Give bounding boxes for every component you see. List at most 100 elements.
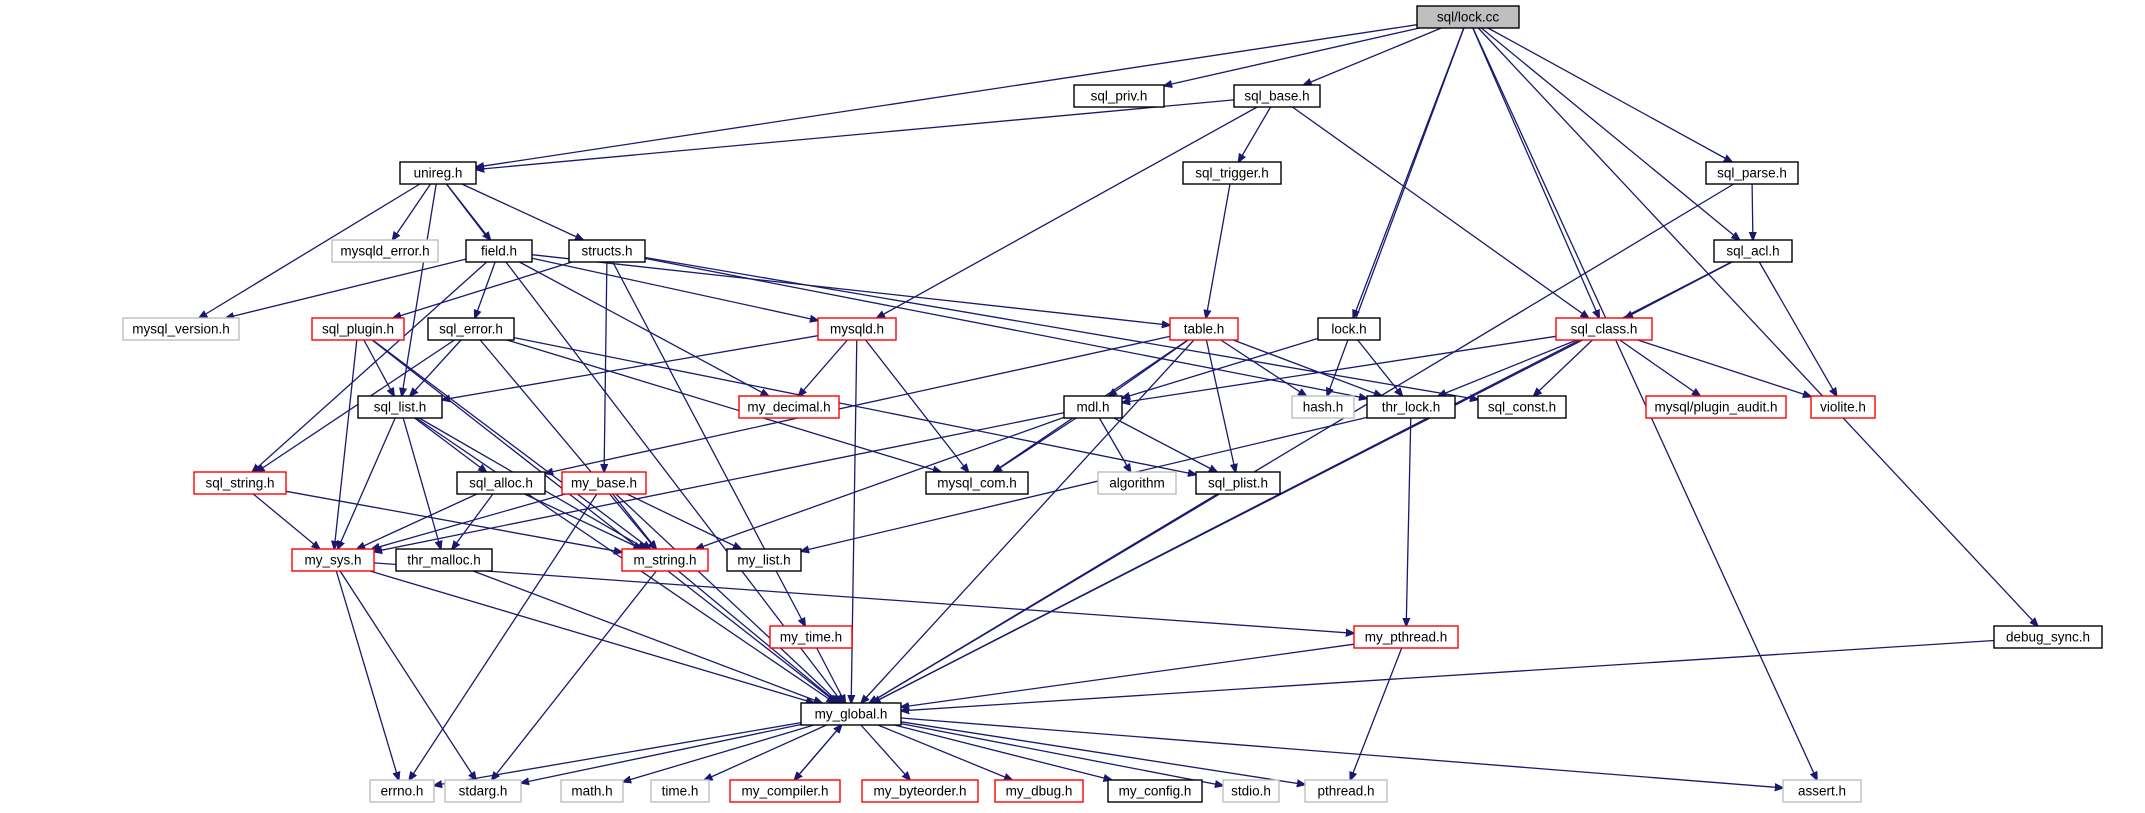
edge-lock-cc-to-unireg [476, 24, 1418, 168]
edge-lock-cc-to-debug-sync [1477, 27, 2037, 626]
node-lock-h[interactable]: lock.h [1317, 317, 1381, 341]
node-sql-parse[interactable]: sql_parse.h [1705, 161, 1799, 185]
node-my-byteorder[interactable]: my_byteorder.h [861, 779, 979, 803]
node-mysql-version[interactable]: mysql_version.h [122, 317, 240, 341]
edge-my-global-to-my-config [894, 724, 1111, 780]
node-structs[interactable]: structs.h [568, 239, 646, 263]
edge-sql-list-to-sql-alloc [414, 417, 487, 472]
node-label: sql_alloc.h [469, 476, 533, 491]
node-my-config[interactable]: my_config.h [1107, 779, 1203, 803]
node-sql-plist[interactable]: sql_plist.h [1195, 471, 1281, 495]
edge-m-string-to-stdarg [492, 570, 657, 780]
edge-my-global-to-stdio [900, 722, 1223, 786]
node-sql-alloc[interactable]: sql_alloc.h [456, 471, 546, 495]
node-label: time.h [662, 784, 699, 799]
node-my-time[interactable]: my_time.h [769, 625, 853, 649]
node-sql-class[interactable]: sql_class.h [1555, 317, 1653, 341]
edge-structs-to-sql-plugin [393, 261, 573, 318]
node-sql-base[interactable]: sql_base.h [1233, 84, 1321, 108]
node-my-compiler[interactable]: my_compiler.h [729, 779, 841, 803]
node-label: mysqld_error.h [340, 244, 429, 259]
node-label: mysqld.h [830, 322, 884, 337]
edge-lock-cc-to-sql-class [1472, 27, 1599, 318]
node-sql-trigger[interactable]: sql_trigger.h [1182, 161, 1282, 185]
node-my-sys[interactable]: my_sys.h [291, 548, 375, 572]
node-sql-acl[interactable]: sql_acl.h [1713, 239, 1793, 263]
node-mysqld-error[interactable]: mysqld_error.h [331, 239, 439, 263]
node-hash[interactable]: hash.h [1291, 395, 1355, 419]
node-label: sql_error.h [439, 322, 503, 337]
file-nodes: sql/lock.cc sql_priv.h sql_base.h unireg… [122, 5, 2103, 803]
node-thr-lock[interactable]: thr_lock.h [1366, 395, 1456, 419]
edge-my-global-to-math [623, 724, 815, 782]
node-sql-list[interactable]: sql_list.h [357, 395, 443, 419]
node-sql-plugin[interactable]: sql_plugin.h [311, 317, 405, 341]
edge-lock-h-to-thr-lock [1357, 339, 1403, 396]
node-field[interactable]: field.h [465, 239, 533, 263]
node-my-list[interactable]: my_list.h [726, 548, 802, 572]
node-mysqld[interactable]: mysqld.h [817, 317, 897, 341]
node-label: hash.h [1303, 400, 1344, 415]
node-my-dbug[interactable]: my_dbug.h [994, 779, 1084, 803]
node-violite[interactable]: violite.h [1810, 395, 1876, 419]
edge-sql-plist-to-my-global [869, 493, 1220, 703]
node-stdio[interactable]: stdio.h [1222, 779, 1280, 803]
node-sql-const[interactable]: sql_const.h [1477, 395, 1567, 419]
node-time[interactable]: time.h [650, 779, 710, 803]
node-math[interactable]: math.h [560, 779, 624, 803]
node-label: stdio.h [1231, 784, 1271, 799]
node-unireg[interactable]: unireg.h [399, 161, 477, 185]
node-label: mysql_version.h [132, 322, 230, 337]
node-algorithm[interactable]: algorithm [1097, 471, 1177, 495]
node-thr-malloc[interactable]: thr_malloc.h [395, 548, 493, 572]
node-label: thr_lock.h [1382, 400, 1441, 415]
node-label: sql_parse.h [1717, 166, 1787, 181]
node-my-decimal[interactable]: my_decimal.h [738, 395, 840, 419]
edge-sql-base-to-unireg [476, 99, 1235, 170]
edge-sql-plugin-to-my-sys [334, 339, 358, 549]
node-mysql-com[interactable]: mysql_com.h [925, 471, 1029, 495]
node-sql-string[interactable]: sql_string.h [193, 471, 287, 495]
edge-unireg-to-mysqld-error [393, 183, 432, 240]
node-sql-error[interactable]: sql_error.h [427, 317, 515, 341]
node-label: debug_sync.h [2006, 630, 2090, 645]
node-label: mysql_com.h [937, 476, 1017, 491]
node-label: my_global.h [815, 707, 888, 722]
edge-sql-base-to-sql-trigger [1238, 106, 1272, 162]
edge-field-to-mysql-version [226, 258, 467, 318]
node-debug-sync[interactable]: debug_sync.h [1993, 625, 2103, 649]
edge-my-base-to-errno [409, 493, 598, 780]
edge-sql-base-to-sql-class [1292, 106, 1588, 318]
edge-debug-sync-to-my-global [901, 639, 1995, 711]
node-label: sql_priv.h [1091, 89, 1148, 104]
edge-table-to-hash [1220, 339, 1306, 396]
node-m-string[interactable]: m_string.h [621, 548, 709, 572]
edge-sql-alloc-to-my-sys [357, 493, 478, 549]
node-errno[interactable]: errno.h [369, 779, 435, 803]
node-my-pthread[interactable]: my_pthread.h [1353, 625, 1459, 649]
edge-structs-to-thr-lock [644, 257, 1367, 398]
edge-field-to-mysqld [531, 257, 818, 320]
node-label: my_base.h [571, 476, 637, 491]
node-label: my_pthread.h [1365, 630, 1448, 645]
node-my-global[interactable]: my_global.h [800, 702, 902, 726]
edge-sql-error-to-sql-string [257, 339, 455, 472]
node-label: math.h [571, 784, 612, 799]
node-assert[interactable]: assert.h [1782, 779, 1862, 803]
node-plugin-audit[interactable]: mysql/plugin_audit.h [1645, 395, 1787, 419]
node-sql-priv[interactable]: sql_priv.h [1073, 84, 1165, 108]
edge-table-to-thr-lock [1232, 339, 1382, 396]
node-my-base[interactable]: my_base.h [561, 471, 647, 495]
edge-my-sys-to-my-global [369, 570, 814, 703]
edge-lock-cc-to-sql-parse [1487, 27, 1732, 162]
node-table[interactable]: table.h [1169, 317, 1239, 341]
node-label: sql_plist.h [1208, 476, 1268, 491]
node-lock-cc[interactable]: sql/lock.cc [1416, 5, 1520, 29]
node-mdl[interactable]: mdl.h [1063, 395, 1123, 419]
edge-sql-error-to-m-string [479, 339, 656, 549]
edge-sql-list-to-my-sys [338, 417, 396, 549]
edge-mysqld-to-sql-list [442, 335, 819, 400]
edge-sql-class-to-my-global [873, 339, 1583, 703]
node-pthread[interactable]: pthread.h [1304, 779, 1388, 803]
node-stdarg[interactable]: stdarg.h [444, 779, 522, 803]
